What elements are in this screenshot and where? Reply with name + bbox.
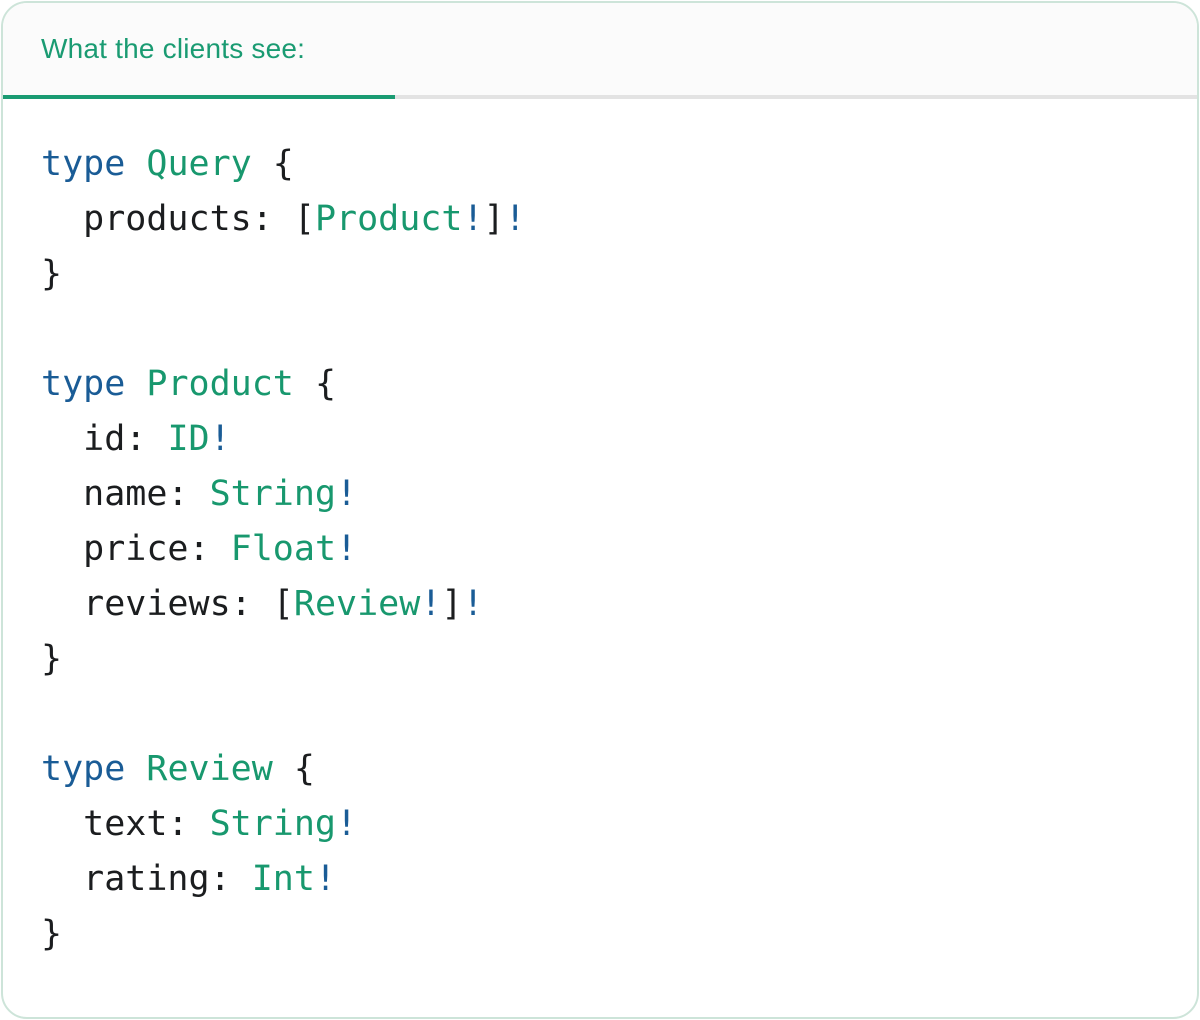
code-token: { — [251, 144, 294, 184]
code-token: Query — [146, 144, 252, 184]
tab-divider — [3, 95, 1197, 99]
code-token: Review — [146, 749, 273, 789]
code-token: rating: — [41, 859, 252, 899]
code-token: } — [41, 254, 63, 294]
code-token: type — [41, 364, 126, 404]
code-token: type — [41, 144, 126, 184]
code-token: ] — [441, 584, 463, 624]
code-token: Float — [230, 529, 337, 569]
code-token: Product — [146, 364, 294, 404]
code-line: name: String! — [41, 467, 1157, 522]
code-token: ! — [336, 474, 358, 514]
code-token: { — [272, 749, 315, 789]
code-line: rating: Int! — [41, 852, 1157, 907]
code-line: reviews: [Review!]! — [41, 577, 1157, 632]
code-token: name: — [41, 474, 210, 514]
code-token: ! — [336, 529, 358, 569]
code-token: Product — [314, 199, 463, 239]
code-line: type Query { — [41, 137, 1157, 192]
code-line: } — [41, 632, 1157, 687]
code-line: id: ID! — [41, 412, 1157, 467]
code-line: products: [Product!]! — [41, 192, 1157, 247]
code-token: ! — [462, 199, 484, 239]
code-token — [125, 749, 146, 789]
code-token: reviews: [ — [41, 584, 294, 624]
code-token: text: — [41, 804, 210, 844]
code-token: Int — [251, 859, 315, 899]
code-token: ! — [504, 199, 526, 239]
code-token: type — [41, 749, 126, 789]
code-line: price: Float! — [41, 522, 1157, 577]
code-token: } — [41, 639, 63, 679]
code-token: id: — [41, 419, 168, 459]
code-token: ! — [209, 419, 231, 459]
active-tab-indicator — [3, 95, 395, 99]
code-token: ! — [314, 859, 337, 899]
code-token: Review — [293, 584, 421, 624]
code-token: price: — [41, 529, 231, 569]
code-line: type Review { — [41, 742, 1157, 797]
code-token: ID — [167, 419, 210, 459]
tab-label: What the clients see: — [41, 33, 306, 64]
code-line — [41, 687, 1157, 742]
code-token: String — [209, 804, 337, 844]
code-line — [41, 302, 1157, 357]
code-token: products: [ — [41, 199, 315, 239]
code-area: type Query { products: [Product!]!}type … — [3, 99, 1197, 962]
graphql-schema-code: type Query { products: [Product!]!}type … — [41, 137, 1157, 962]
code-line: } — [41, 907, 1157, 962]
code-token — [125, 364, 146, 404]
code-line: } — [41, 247, 1157, 302]
code-token: } — [41, 914, 63, 954]
code-token: ] — [483, 199, 505, 239]
code-token: ! — [336, 804, 358, 844]
code-token: ! — [462, 584, 484, 624]
tab-bar: What the clients see: — [3, 3, 1197, 95]
code-token: String — [209, 474, 337, 514]
code-token — [125, 144, 146, 184]
code-line: text: String! — [41, 797, 1157, 852]
code-token: { — [293, 364, 337, 404]
code-line: type Product { — [41, 357, 1157, 412]
code-token: ! — [420, 584, 442, 624]
tab-what-the-clients-see[interactable]: What the clients see: — [3, 3, 305, 95]
